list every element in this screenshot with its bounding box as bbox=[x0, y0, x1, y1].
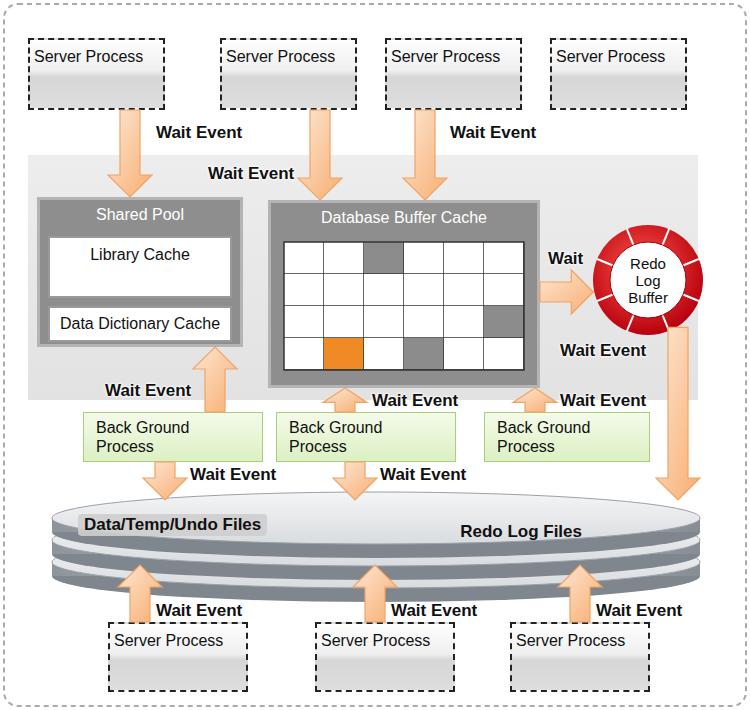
server-process-box: Server Process bbox=[510, 622, 650, 692]
wait-arrow bbox=[403, 110, 447, 200]
server-process-box: Server Process bbox=[385, 38, 522, 110]
ring-divider bbox=[597, 259, 613, 266]
ring-divider bbox=[683, 259, 699, 266]
edge-label: Wait bbox=[548, 250, 583, 268]
node-label: Redo Log Buffer bbox=[621, 255, 675, 306]
node-label: Data Dictionary Cache bbox=[60, 315, 220, 333]
disk-files: Data/Temp/Undo Files Redo Log Files bbox=[52, 500, 700, 565]
node-label: Server Process bbox=[391, 48, 500, 66]
wait-arrow bbox=[118, 565, 162, 622]
wait-arrow bbox=[513, 388, 557, 412]
edge-label: Wait Event bbox=[208, 165, 294, 183]
edge-label: Wait Event bbox=[105, 382, 191, 400]
edge-label: Wait Event bbox=[190, 466, 276, 484]
wait-arrow bbox=[333, 462, 377, 500]
edge-label: Wait Event bbox=[560, 392, 646, 410]
buffer-cache-box: Database Buffer Cache bbox=[268, 200, 540, 388]
background-process-box: Back Ground Process bbox=[484, 412, 650, 462]
redo-buffer-ring: Redo Log Buffer bbox=[592, 224, 704, 336]
edge-label: Wait Event bbox=[560, 342, 646, 360]
node-label: Shared Pool bbox=[96, 206, 184, 224]
server-process-box: Server Process bbox=[220, 38, 357, 110]
node-label: Data/Temp/Undo Files bbox=[78, 514, 267, 536]
wait-arrow bbox=[323, 388, 367, 412]
wait-arrow bbox=[143, 462, 187, 500]
server-process-box: Server Process bbox=[28, 38, 165, 110]
node-label: Back Ground Process bbox=[289, 418, 409, 456]
wait-arrow bbox=[558, 565, 602, 622]
node-label: Server Process bbox=[34, 48, 143, 66]
ring-divider bbox=[627, 229, 634, 245]
cache-box: Library Cache bbox=[48, 236, 232, 298]
ring-divider bbox=[663, 315, 670, 331]
ring-divider bbox=[597, 295, 613, 302]
background-process-box: Back Ground Process bbox=[83, 412, 263, 462]
server-process-box: Server Process bbox=[108, 622, 248, 692]
edge-label: Wait Event bbox=[380, 466, 466, 484]
node-label: Server Process bbox=[556, 48, 665, 66]
edge-label: Wait Event bbox=[391, 602, 477, 620]
wait-arrow bbox=[656, 327, 700, 500]
edge-label: Wait Event bbox=[596, 602, 682, 620]
shared-pool-box: Shared PoolLibrary CacheData Dictionary … bbox=[37, 197, 243, 347]
wait-arrow bbox=[353, 565, 397, 622]
node-label: Library Cache bbox=[90, 246, 190, 264]
ring-divider bbox=[683, 295, 699, 302]
node-label: Server Process bbox=[226, 48, 335, 66]
disk-stack bbox=[52, 492, 700, 602]
wait-arrow bbox=[108, 110, 152, 197]
ring-inner bbox=[610, 242, 686, 318]
node-label: Server Process bbox=[321, 632, 430, 650]
ring-outer bbox=[593, 225, 703, 335]
node-label: Server Process bbox=[516, 632, 625, 650]
wait-arrow bbox=[298, 110, 342, 200]
edge-label: Wait Event bbox=[450, 124, 536, 142]
edge-label: Wait Event bbox=[372, 392, 458, 410]
outer-frame bbox=[4, 4, 746, 706]
node-label: Server Process bbox=[114, 632, 223, 650]
edge-label: Wait Event bbox=[156, 602, 242, 620]
node-label: Database Buffer Cache bbox=[321, 209, 487, 227]
ring-divider bbox=[663, 229, 670, 245]
wait-arrow bbox=[540, 270, 593, 314]
background-process-box: Back Ground Process bbox=[276, 412, 456, 462]
edge-label: Wait Event bbox=[156, 124, 242, 142]
node-label: Back Ground Process bbox=[96, 418, 216, 456]
cache-box: Data Dictionary Cache bbox=[48, 306, 232, 342]
ring-divider bbox=[627, 315, 634, 331]
wait-arrow bbox=[193, 347, 237, 412]
node-label: Redo Log Files bbox=[460, 522, 582, 542]
node-label: Back Ground Process bbox=[497, 418, 617, 456]
server-process-box: Server Process bbox=[550, 38, 687, 110]
server-process-box: Server Process bbox=[315, 622, 455, 692]
